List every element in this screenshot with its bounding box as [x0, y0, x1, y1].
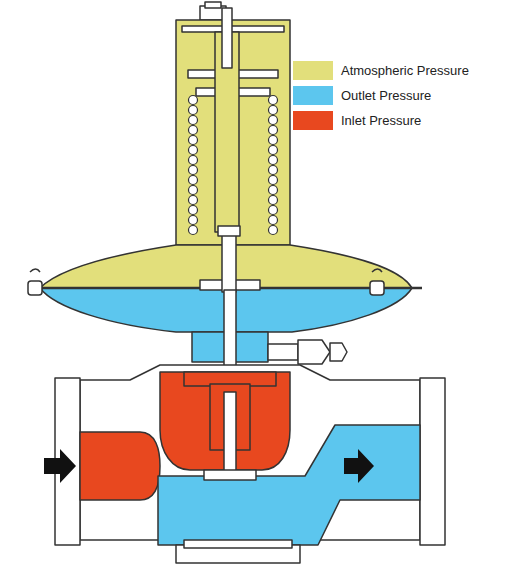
coil	[189, 136, 198, 145]
coil	[269, 226, 278, 235]
coil	[269, 166, 278, 175]
bolt	[28, 281, 42, 295]
coil	[269, 126, 278, 135]
inlet-flow-arrow	[44, 449, 76, 483]
legend-text: Atmospheric Pressure	[341, 63, 469, 78]
coil	[189, 96, 198, 105]
outlet-flow-arrow	[344, 449, 374, 483]
legend-text: Outlet Pressure	[341, 88, 431, 103]
coil	[269, 156, 278, 165]
legend-entry: Inlet Pressure	[293, 108, 469, 133]
legend-swatch	[293, 61, 333, 80]
coil	[189, 206, 198, 215]
legend-text: Inlet Pressure	[341, 113, 421, 128]
legend-entry: Atmospheric Pressure	[293, 58, 469, 83]
coil	[269, 146, 278, 155]
bolt	[370, 281, 384, 295]
coil	[189, 116, 198, 125]
coil	[189, 186, 198, 195]
coil	[189, 106, 198, 115]
coil	[269, 96, 278, 105]
coil	[189, 146, 198, 155]
coil	[189, 226, 198, 235]
coil	[189, 196, 198, 205]
legend: Atmospheric PressureOutlet PressureInlet…	[293, 58, 469, 133]
spring-coils	[189, 96, 278, 235]
legend-swatch	[293, 111, 333, 130]
coil	[189, 126, 198, 135]
coil	[269, 116, 278, 125]
coil	[269, 186, 278, 195]
coil	[269, 136, 278, 145]
coil	[189, 216, 198, 225]
coil	[269, 176, 278, 185]
legend-entry: Outlet Pressure	[293, 83, 469, 108]
legend-swatch	[293, 86, 333, 105]
coil	[189, 156, 198, 165]
outlet-flange	[420, 378, 445, 545]
inlet-gas	[80, 432, 160, 500]
coil	[269, 216, 278, 225]
sense-fitting	[268, 344, 298, 360]
spring-housing	[176, 20, 290, 245]
coil	[189, 176, 198, 185]
coil	[269, 106, 278, 115]
coil	[189, 166, 198, 175]
outlet-gas	[158, 425, 420, 545]
coil	[269, 206, 278, 215]
coil	[269, 196, 278, 205]
